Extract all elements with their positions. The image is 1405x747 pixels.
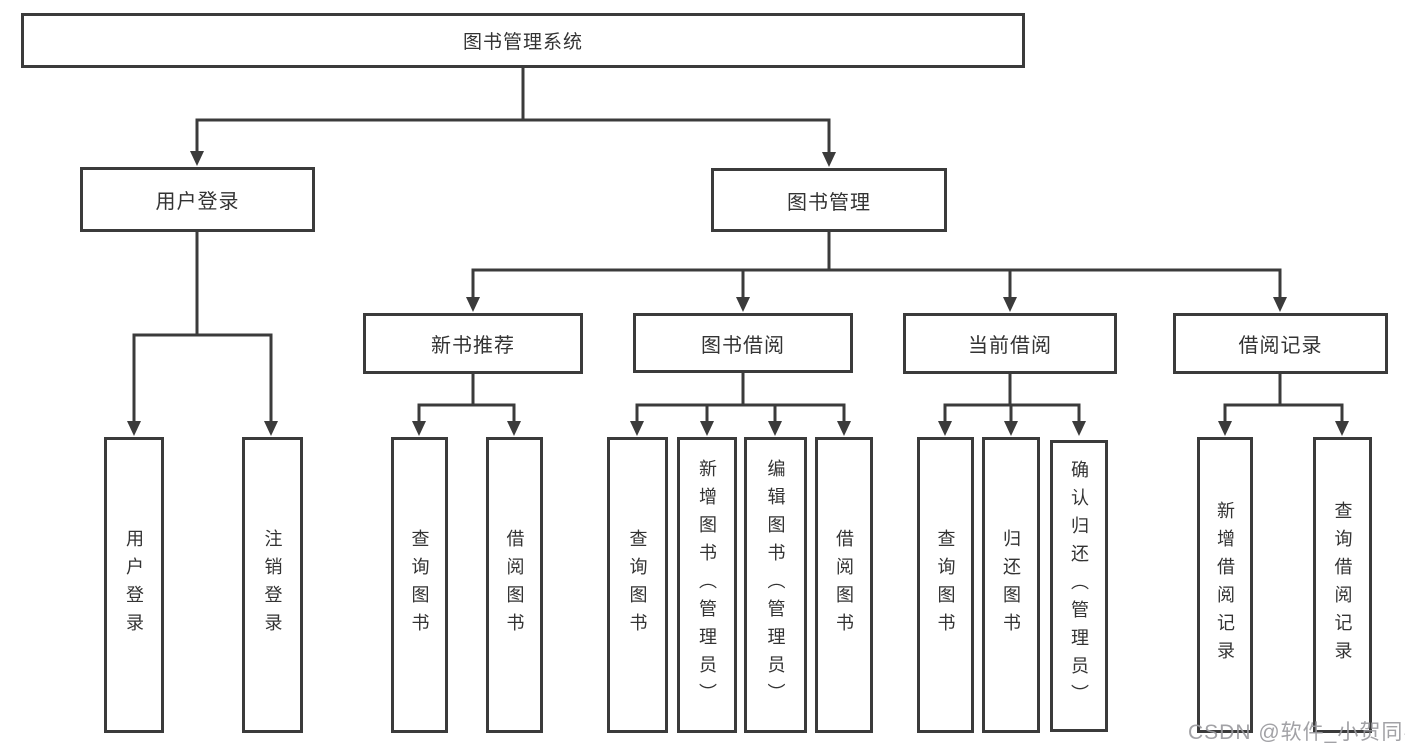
leaf-bb-query-books: 查询图书 — [607, 437, 668, 733]
arrowhead-icon — [837, 421, 851, 436]
arrow — [412, 405, 426, 436]
csdn-watermark: CSDN @软件_小贺同学 — [1188, 721, 1405, 744]
arrowhead-icon — [1335, 421, 1349, 436]
arrow — [1004, 405, 1018, 436]
arrow — [1335, 405, 1349, 436]
leaf-nbr-query-books-label: 查询图书 — [409, 529, 430, 641]
leaf-bb-query-books-label: 查询图书 — [627, 529, 648, 641]
leaf-nbr-query-books: 查询图书 — [391, 437, 448, 733]
arrowhead-icon — [127, 421, 141, 436]
arrow — [190, 120, 204, 166]
leaf-br-add-record-label: 新增借阅记录 — [1215, 501, 1235, 669]
arrow — [1273, 270, 1287, 312]
leaf-cb-return-books: 归还图书 — [982, 437, 1040, 733]
leaf-logout: 注销登录 — [242, 437, 303, 733]
arrowhead-icon — [1218, 421, 1232, 436]
leaf-cb-query-books-label: 查询图书 — [935, 529, 956, 641]
leaf-bb-add-books-admin-label: 新增图书（管理员） — [697, 459, 717, 711]
node-new-book-rec: 新书推荐 — [363, 313, 583, 374]
leaf-user-login: 用户登录 — [104, 437, 164, 733]
leaf-logout-label: 注销登录 — [262, 529, 283, 641]
node-current-borrow-label: 当前借阅 — [968, 335, 1052, 357]
node-user-login-label: 用户登录 — [155, 191, 240, 213]
leaf-bb-edit-books-admin-label: 编辑图书（管理员） — [765, 459, 786, 711]
arrow — [264, 335, 278, 436]
arrow — [822, 120, 836, 167]
leaf-cb-query-books: 查询图书 — [917, 437, 974, 733]
node-root: 图书管理系统 — [21, 13, 1025, 68]
arrow — [1072, 405, 1086, 436]
arrow — [1003, 270, 1017, 312]
leaf-cb-confirm-return-admin: 确认归还（管理员） — [1050, 440, 1108, 732]
leaf-cb-confirm-return-admin-label: 确认归还（管理员） — [1069, 460, 1089, 712]
arrow — [700, 405, 714, 436]
leaf-nbr-borrow-books: 借阅图书 — [486, 437, 543, 733]
arrowhead-icon — [630, 421, 644, 436]
arrowhead-icon — [412, 421, 426, 436]
arrowhead-icon — [1072, 421, 1086, 436]
node-current-borrow: 当前借阅 — [903, 313, 1117, 374]
leaf-nbr-borrow-books-label: 借阅图书 — [504, 529, 525, 641]
arrowhead-icon — [736, 297, 750, 312]
node-borrow-records: 借阅记录 — [1173, 313, 1388, 374]
arrowhead-icon — [938, 421, 952, 436]
arrow — [630, 405, 644, 436]
arrowhead-icon — [700, 421, 714, 436]
arrowhead-icon — [1003, 297, 1017, 312]
leaf-bb-borrow-books: 借阅图书 — [815, 437, 873, 733]
arrow — [1218, 405, 1232, 436]
arrow — [507, 405, 521, 436]
arrowhead-icon — [264, 421, 278, 436]
node-book-mgmt-label: 图书管理 — [787, 191, 871, 214]
leaf-bb-edit-books-admin: 编辑图书（管理员） — [744, 437, 807, 733]
arrowhead-icon — [466, 297, 480, 312]
arrowhead-icon — [190, 151, 204, 166]
arrow — [127, 335, 141, 436]
node-book-borrow: 图书借阅 — [633, 313, 853, 373]
leaf-cb-return-books-label: 归还图书 — [1001, 529, 1021, 641]
node-borrow-records-label: 借阅记录 — [1238, 335, 1323, 357]
leaf-br-add-record: 新增借阅记录 — [1197, 437, 1253, 733]
arrow — [768, 405, 782, 436]
leaf-bb-add-books-admin: 新增图书（管理员） — [677, 437, 737, 733]
arrow — [466, 270, 480, 312]
leaf-bb-borrow-books-label: 借阅图书 — [834, 529, 854, 641]
node-book-mgmt: 图书管理 — [711, 168, 947, 232]
arrowhead-icon — [507, 421, 521, 436]
arrowhead-icon — [1273, 297, 1287, 312]
arrowhead-icon — [1004, 421, 1018, 436]
arrowhead-icon — [768, 421, 782, 436]
arrow — [938, 405, 952, 436]
arrow — [736, 270, 750, 312]
node-new-book-rec-label: 新书推荐 — [431, 335, 515, 357]
leaf-br-query-record: 查询借阅记录 — [1313, 437, 1372, 733]
leaf-user-login-label: 用户登录 — [124, 529, 144, 641]
node-book-borrow-label: 图书借阅 — [701, 334, 785, 357]
node-user-login: 用户登录 — [80, 167, 315, 232]
arrow — [837, 405, 851, 436]
leaf-br-query-record-label: 查询借阅记录 — [1332, 501, 1353, 669]
arrowhead-icon — [822, 152, 836, 167]
node-root-label: 图书管理系统 — [462, 32, 583, 53]
